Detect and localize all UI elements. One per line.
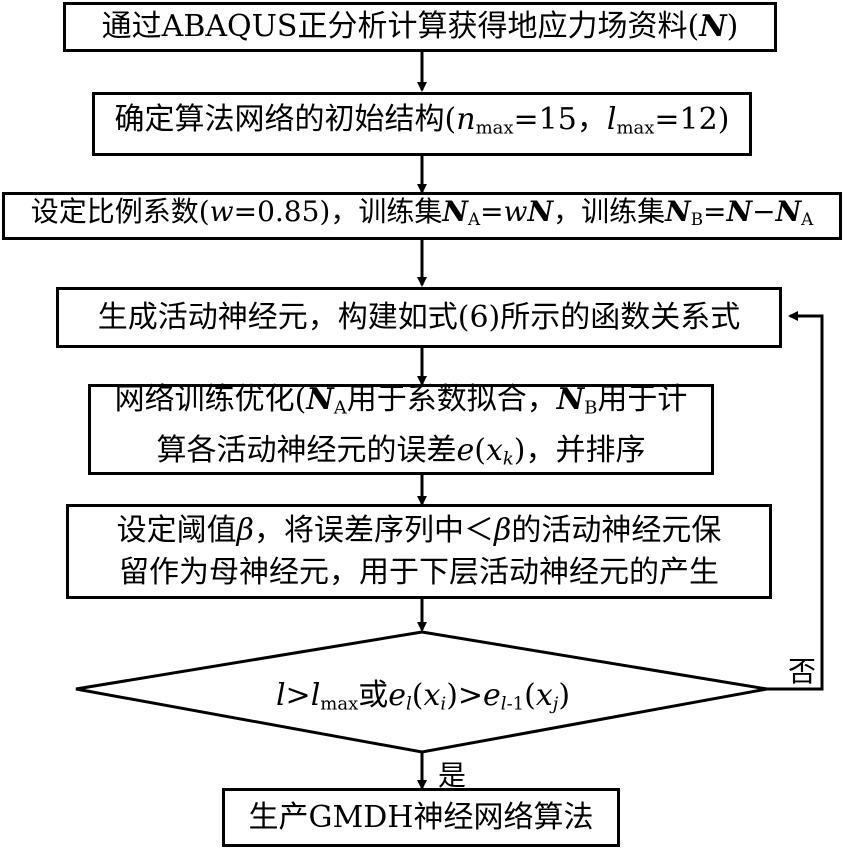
- step-5-box: 网络训练优化(NA用于系数拟合，NB用于计 算各活动神经元的误差e(xk)，并排…: [88, 382, 714, 475]
- step-3-text: 设定比例系数(w=0.85)，训练集NA=wN，训练集NB=N−NA: [30, 195, 814, 230]
- step-4-box: 生成活动神经元，构建如式(6)所示的函数关系式: [56, 287, 782, 348]
- no-label: 否: [788, 655, 817, 688]
- decision-condition: l>lmax或el(xi)>el-1(xj): [275, 678, 571, 715]
- step-1-text: 通过ABAQUS正分析计算获得地应力场资料(N): [101, 9, 739, 44]
- step-6-line-1: 设定阈值β，将误差序列中＜β的活动神经元保: [116, 512, 722, 548]
- step-4-text: 生成活动神经元，构建如式(6)所示的函数关系式: [97, 299, 741, 335]
- decision-diamond: [75, 630, 768, 754]
- step-6-box: 设定阈值β，将误差序列中＜β的活动神经元保 留作为母神经元，用于下层活动神经元的…: [66, 504, 772, 599]
- step-1-box: 通过ABAQUS正分析计算获得地应力场资料(N): [63, 2, 777, 52]
- step-6-line-2: 留作为母神经元，用于下层活动神经元的产生: [119, 554, 719, 590]
- step-8-box: 生产GMDH神经网络算法: [222, 788, 620, 847]
- step-8-text: 生产GMDH神经网络算法: [248, 799, 594, 835]
- loop-back-arrow: [767, 311, 824, 691]
- step-2-text: 确定算法网络的初始结构(nmax=15，lmax=12): [114, 101, 730, 139]
- step-2-box: 确定算法网络的初始结构(nmax=15，lmax=12): [92, 92, 752, 156]
- step-5-line-2: 算各活动神经元的误差e(xk)，并排序: [156, 432, 646, 470]
- step-5-line-1: 网络训练优化(NA用于系数拟合，NB用于计: [114, 382, 688, 419]
- yes-label: 是: [438, 759, 467, 792]
- step-3-box: 设定比例系数(w=0.85)，训练集NA=wN，训练集NB=N−NA: [2, 192, 842, 240]
